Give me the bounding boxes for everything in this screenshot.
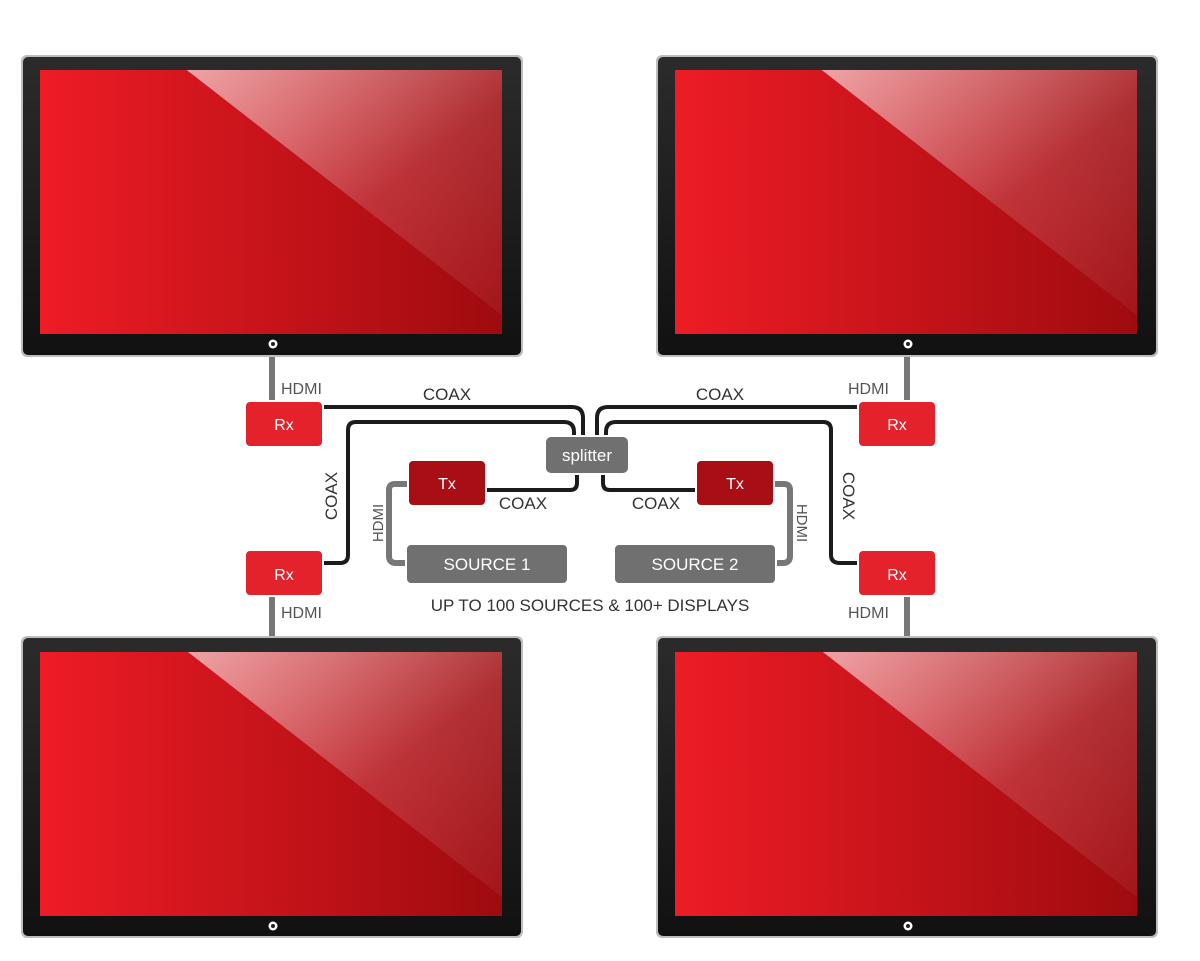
hdmi-label: HDMI <box>281 605 322 622</box>
receiver-label: Rx <box>274 417 294 434</box>
hdmi-cable-source-2 <box>770 481 793 566</box>
coax-label: COAX <box>839 472 858 520</box>
coax-cable-tx2 <box>601 470 699 492</box>
receiver-top-left: Rx <box>244 400 324 448</box>
receiver-bottom-left: Rx <box>244 549 324 597</box>
transmitter-2: Tx <box>695 459 775 507</box>
coax-cable-tx1 <box>482 470 579 492</box>
coax-label: COAX <box>696 385 744 404</box>
transmitter-label: Tx <box>438 476 456 493</box>
receiver-top-right: Rx <box>857 400 937 448</box>
power-button-icon <box>268 339 278 349</box>
source-1: SOURCE 1 <box>405 543 569 585</box>
coax-cable-top-left <box>319 405 585 440</box>
cables <box>269 353 910 639</box>
hdmi-label: HDMI <box>848 381 889 398</box>
hdmi-label: HDMI <box>793 504 810 542</box>
power-button-icon <box>903 339 913 349</box>
screen-glare <box>186 70 502 316</box>
power-button-icon <box>268 921 278 931</box>
screen-glare <box>187 652 502 898</box>
cable-labels: HDMI HDMI HDMI HDMI HDMI HDMI COAX COAX … <box>281 381 889 622</box>
coax-cable-right-lower <box>604 420 862 565</box>
hdmi-cable-source-1 <box>386 481 411 566</box>
diagram-caption: UP TO 100 SOURCES & 100+ DISPLAYS <box>431 596 750 615</box>
coax-cable-left-lower <box>319 420 576 565</box>
coax-label: COAX <box>632 494 680 513</box>
coax-label: COAX <box>423 385 471 404</box>
receiver-bottom-right: Rx <box>857 549 937 597</box>
coax-label: COAX <box>322 472 341 520</box>
power-button-icon <box>903 921 913 931</box>
coax-cable-top-right <box>595 405 862 440</box>
transmitter-label: Tx <box>726 476 744 493</box>
display-top-right <box>656 55 1158 357</box>
display-bottom-right <box>656 636 1158 938</box>
receiver-label: Rx <box>887 417 907 434</box>
hdmi-label: HDMI <box>281 381 322 398</box>
splitter-label: splitter <box>562 446 612 465</box>
screen-glare <box>822 652 1137 898</box>
display-top-left <box>21 55 523 357</box>
source-2: SOURCE 2 <box>613 543 777 585</box>
transmitter-1: Tx <box>407 459 487 507</box>
receiver-label: Rx <box>887 567 907 584</box>
display-bottom-left <box>21 636 523 938</box>
hdmi-label: HDMI <box>370 504 387 542</box>
splitter: splitter <box>544 435 630 475</box>
coax-label: COAX <box>499 494 547 513</box>
source-label: SOURCE 1 <box>444 555 531 574</box>
screen-glare <box>821 70 1137 316</box>
hdmi-label: HDMI <box>848 605 889 622</box>
receiver-label: Rx <box>274 567 294 584</box>
source-label: SOURCE 2 <box>652 555 739 574</box>
